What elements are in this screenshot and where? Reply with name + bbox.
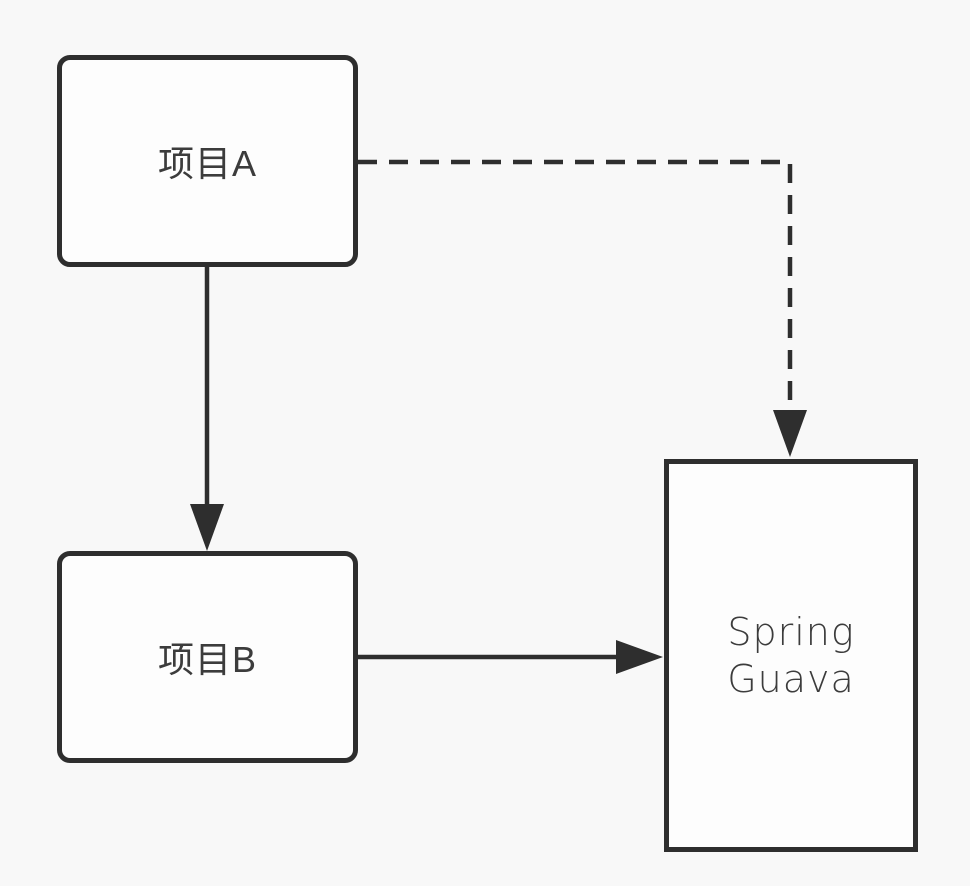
node-project-b: 项目B (57, 551, 358, 763)
edge-a-to-spring-line (358, 159, 793, 412)
edge-b-to-spring (358, 640, 663, 674)
edge-a-to-b-arrowhead-icon (190, 504, 224, 551)
node-spring-guava: Spring Guava (664, 459, 918, 852)
edge-b-to-spring-arrowhead-icon (616, 640, 663, 674)
edge-a-to-b (190, 267, 224, 551)
edge-a-to-spring (358, 159, 807, 457)
edge-a-to-spring-arrowhead-icon (773, 410, 807, 457)
node-project-a-label: 项目A (157, 143, 257, 184)
node-project-a: 项目A (57, 55, 358, 267)
node-spring-guava-label: Spring Guava (727, 610, 855, 701)
node-project-b-label: 项目B (157, 639, 257, 680)
